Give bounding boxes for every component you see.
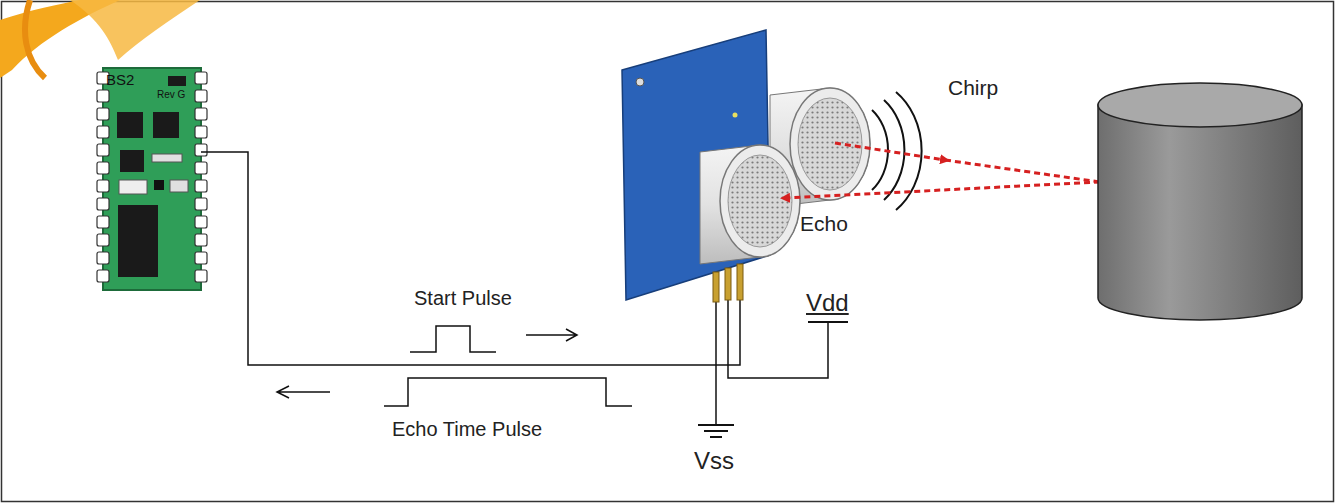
signal-label: Echo Time Pulse [392,418,542,440]
signal-label: Start Pulse [414,287,512,309]
signal-label: Echo [800,212,848,235]
bs2-board [97,68,207,290]
board-node: BS2Rev G [103,68,201,290]
ground-symbol [698,425,734,437]
board-label: Rev G [157,90,185,100]
wires [201,152,848,425]
pin-label: Vss [694,448,734,474]
sound-path [785,143,1100,198]
pulse-waveforms [277,326,632,406]
target-object [1098,83,1302,320]
signal-label: Chirp [948,76,998,99]
logo-swoosh [0,0,200,78]
ping-sensor [622,30,870,302]
board-label: BS2 [106,72,134,87]
pin-label: Vdd [806,290,849,316]
